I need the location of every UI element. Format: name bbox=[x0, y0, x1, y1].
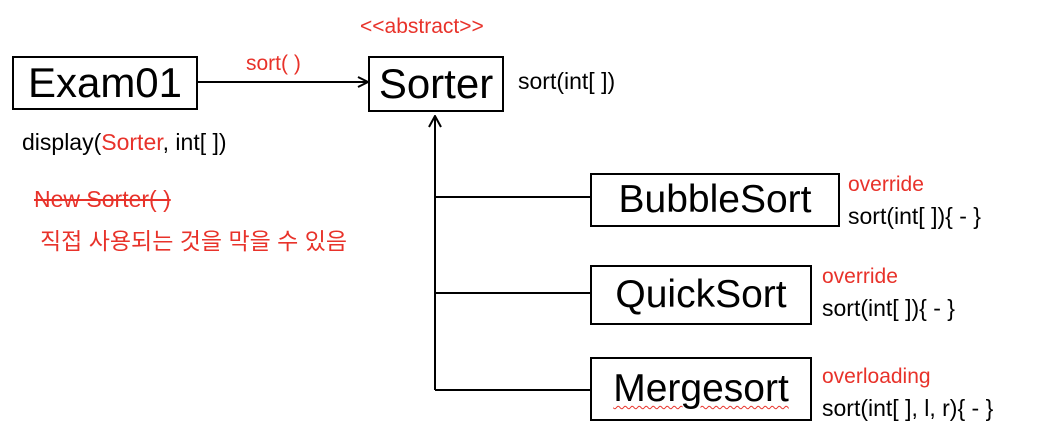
quicksort-label: QuickSort bbox=[615, 273, 787, 316]
bubblesort-label: BubbleSort bbox=[618, 178, 812, 221]
mergesort-label: Mergesort bbox=[613, 367, 789, 410]
exam01-label: Exam01 bbox=[27, 59, 183, 106]
quicksort-tag: override bbox=[822, 265, 898, 288]
display-method: display(Sorter, int[ ]) bbox=[22, 131, 227, 154]
bubblesort-method: sort(int[ ]){ - } bbox=[848, 203, 981, 229]
display-prefix: display( bbox=[22, 129, 102, 155]
bubblesort-box: BubbleSort bbox=[590, 173, 840, 227]
mergesort-tag: overloading bbox=[822, 365, 931, 388]
prevention-note: 직접 사용되는 것을 막을 수 있음 bbox=[40, 228, 348, 254]
exam01-box: Exam01 bbox=[12, 56, 198, 110]
abstract-stereotype: <<abstract>> bbox=[360, 15, 484, 38]
bubblesort-tag: override bbox=[848, 173, 924, 196]
mergesort-box: Mergesort bbox=[590, 357, 812, 421]
mergesort-method: sort(int[ ], l, r){ - } bbox=[822, 395, 994, 421]
sorter-label: Sorter bbox=[378, 60, 494, 107]
sorter-box: Sorter bbox=[368, 56, 504, 112]
quicksort-method: sort(int[ ]){ - } bbox=[822, 295, 955, 321]
display-suffix: , int[ ]) bbox=[162, 129, 227, 155]
sort-call-label: sort( ) bbox=[246, 52, 301, 75]
quicksort-box: QuickSort bbox=[590, 265, 812, 325]
display-param-sorter: Sorter bbox=[101, 129, 163, 155]
new-sorter-struck: New Sorter( ) bbox=[34, 186, 171, 212]
sorter-method: sort(int[ ]) bbox=[518, 68, 616, 94]
